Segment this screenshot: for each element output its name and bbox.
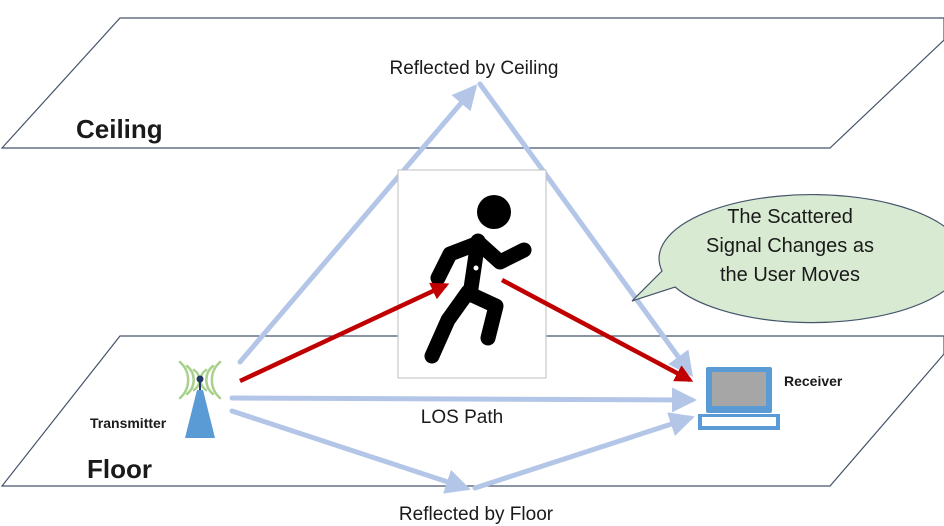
propagation-paths <box>229 81 697 494</box>
ceiling-path-up <box>237 84 478 365</box>
callout-line-1: The Scattered <box>727 206 853 228</box>
floor-label: Floor <box>87 454 152 484</box>
los-path-label: LOS Path <box>421 407 503 428</box>
laptop-icon <box>698 367 780 430</box>
los-path-line <box>229 387 697 413</box>
floor-path-down <box>229 408 471 494</box>
ceiling-path-down <box>477 81 693 378</box>
callout-line-2: Signal Changes as <box>706 235 874 257</box>
reflected-floor-label: Reflected by Floor <box>399 504 554 525</box>
running-person-icon <box>424 195 532 364</box>
antenna-icon <box>178 360 222 438</box>
scatter-arrow-to-user <box>239 282 450 384</box>
receiver-label: Receiver <box>784 373 843 389</box>
callout-bubble <box>631 194 944 324</box>
ceiling-plane <box>0 17 944 149</box>
scatter-arrow-to-receiver <box>500 278 694 382</box>
callout-line-3: the User Moves <box>720 264 860 286</box>
floor-path-up <box>472 412 695 491</box>
reflected-ceiling-label: Reflected by Ceiling <box>390 58 559 79</box>
ceiling-label: Ceiling <box>76 114 163 144</box>
transmitter-label: Transmitter <box>90 415 167 431</box>
